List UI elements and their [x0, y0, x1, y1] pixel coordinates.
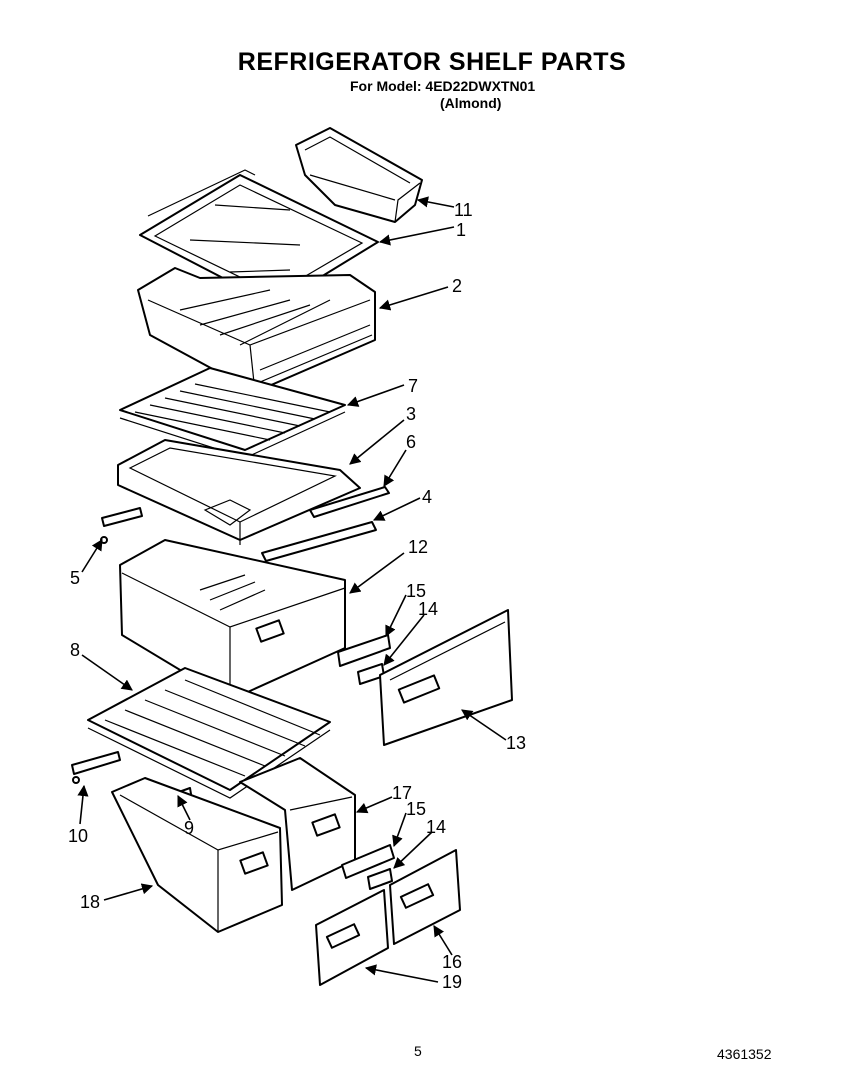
callout-11: 11 — [454, 200, 473, 220]
part-6-rail — [309, 486, 390, 518]
part-8-lower-shelf — [87, 667, 331, 799]
callout-14-lower: 14 — [426, 817, 446, 837]
callout-7: 7 — [408, 376, 418, 396]
part-2-shelf-tray — [137, 267, 376, 393]
callout-2: 2 — [452, 276, 462, 296]
part-15-slide-upper — [337, 634, 391, 667]
callout-6: 6 — [406, 432, 416, 452]
part-19-left-front — [315, 889, 389, 986]
callout-4: 4 — [422, 487, 432, 507]
color-variant: (Almond) — [440, 95, 502, 111]
model-line: For Model: 4ED22DWXTN01 — [350, 78, 536, 94]
part-5-side-rail — [100, 507, 143, 544]
callout-3: 3 — [406, 404, 416, 424]
callout-13: 13 — [506, 733, 526, 753]
callout-14-upper: 14 — [418, 599, 438, 619]
part-3-shelf-frame — [117, 439, 361, 545]
callout-10: 10 — [68, 826, 88, 846]
part-18-left-drawer — [111, 777, 283, 933]
callout-15-upper: 15 — [406, 581, 426, 601]
callout-15-lower: 15 — [406, 799, 426, 819]
part-1-glass-shelf — [139, 169, 379, 306]
part-4-rail — [261, 521, 377, 562]
callout-12: 12 — [408, 537, 428, 557]
page-title: REFRIGERATOR SHELF PARTS — [237, 48, 627, 76]
callout-1: 1 — [456, 220, 466, 240]
part-7-slatted-shelf — [119, 367, 346, 459]
part-16-right-front — [389, 849, 461, 945]
callout-19: 19 — [442, 972, 462, 992]
leader-lines — [77, 196, 507, 983]
callout-17: 17 — [392, 783, 412, 803]
callout-5: 5 — [70, 568, 80, 588]
part-11-door-bin — [295, 127, 423, 223]
page-number: 5 — [414, 1043, 422, 1059]
part-12-crisper-pan — [119, 539, 346, 701]
part-13-pan-front — [379, 609, 513, 746]
document-number: 4361352 — [717, 1046, 772, 1062]
callout-16: 16 — [442, 952, 462, 972]
callout-18: 18 — [80, 892, 100, 912]
callout-9: 9 — [184, 818, 194, 838]
part-10-side-rail — [71, 751, 121, 784]
callout-8: 8 — [70, 640, 80, 660]
part-14-bracket-lower — [367, 868, 393, 890]
